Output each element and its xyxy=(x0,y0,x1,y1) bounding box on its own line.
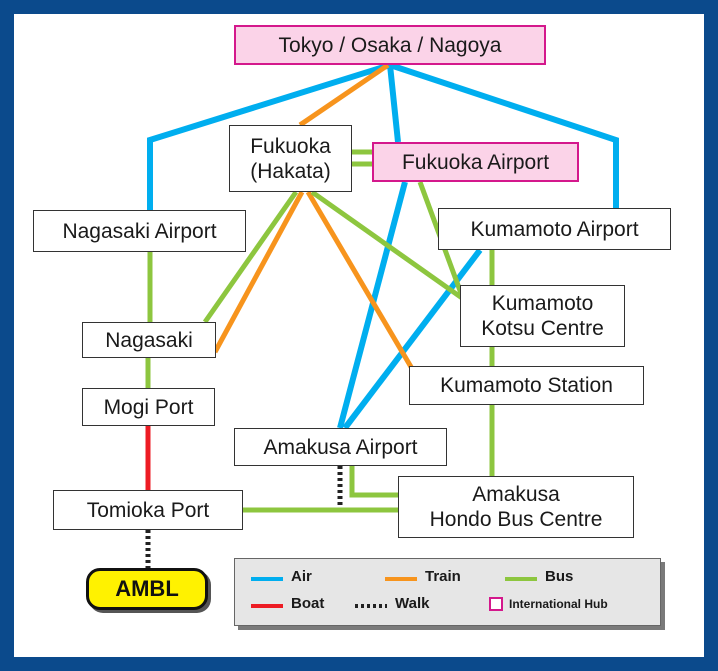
legend-train-label: Train xyxy=(425,568,461,585)
legend-walk-swatch xyxy=(355,604,387,608)
legend-hub-label: International Hub xyxy=(509,597,608,611)
node-label-line2: (Hakata) xyxy=(250,159,331,183)
legend-bus-label: Bus xyxy=(545,568,574,585)
legend-hub-swatch xyxy=(489,597,503,611)
node-label: Kumamoto Airport xyxy=(470,217,639,241)
node-label-line1: Kumamoto xyxy=(491,292,594,315)
destination-ambl: AMBL xyxy=(86,568,208,610)
node-label: Tomioka Port xyxy=(86,498,210,522)
train-routes xyxy=(212,62,417,374)
node-label: Nagasaki Airport xyxy=(62,219,217,243)
air-route-tokyo-kumamoto-airport xyxy=(389,62,619,208)
bus-route-amakusa-airport-hondo xyxy=(349,466,402,498)
node-kumamoto-airport: Kumamoto Airport xyxy=(438,208,671,250)
node-label: Amakusa Airport xyxy=(263,435,418,459)
node-label: Mogi Port xyxy=(103,395,194,419)
node-fukuoka-airport: Fukuoka Airport xyxy=(372,142,579,182)
air-route-tokyo-fukuoka-airport xyxy=(387,64,401,143)
node-label-line2: Hondo Bus Centre xyxy=(429,508,603,531)
node-label: Kumamoto Station xyxy=(440,374,613,397)
node-label: Tokyo / Osaka / Nagoya xyxy=(278,33,502,57)
bus-route-fukuoka-kotsu-centre xyxy=(310,189,464,301)
node-label: Nagasaki xyxy=(105,328,193,352)
legend-walk-label: Walk xyxy=(395,595,430,612)
node-label-line1: Amakusa xyxy=(472,483,560,506)
node-label: Fukuoka Airport xyxy=(401,150,550,174)
node-fukuoka-hakata: Fukuoka (Hakata) xyxy=(229,125,352,192)
node-kumamoto-station: Kumamoto Station xyxy=(409,366,644,405)
walk-routes xyxy=(145,466,343,568)
legend-bus-swatch xyxy=(505,577,537,581)
legend: Air Train Bus Boat Walk International Hu… xyxy=(234,558,661,626)
bus-route-fukuoka-nagasaki xyxy=(202,190,299,324)
legend-air-swatch xyxy=(251,577,283,581)
node-label-line2: Kotsu Centre xyxy=(481,317,604,340)
train-route-fukuoka-kumamoto-station xyxy=(305,190,417,374)
node-mogi-port: Mogi Port xyxy=(82,388,215,426)
node-nagasaki-airport: Nagasaki Airport xyxy=(33,210,246,252)
node-amakusa-hondo-bus-centre: Amakusa Hondo Bus Centre xyxy=(398,476,634,538)
node-tomioka-port: Tomioka Port xyxy=(53,490,243,530)
node-amakusa-airport: Amakusa Airport xyxy=(234,428,447,466)
node-kumamoto-kotsu-centre: Kumamoto Kotsu Centre xyxy=(460,285,625,347)
train-route-fukuoka-nagasaki xyxy=(212,190,305,354)
air-route-tokyo-nagasaki-airport xyxy=(147,62,391,210)
node-tokyo-osaka-nagoya: Tokyo / Osaka / Nagoya xyxy=(234,25,546,65)
legend-boat-label: Boat xyxy=(291,595,325,612)
node-label-line1: Fukuoka xyxy=(250,134,331,158)
legend-air-label: Air xyxy=(291,568,312,585)
node-nagasaki: Nagasaki xyxy=(82,322,216,358)
train-route-tokyo-fukuoka xyxy=(298,62,390,128)
legend-boat-swatch xyxy=(251,604,283,608)
legend-train-swatch xyxy=(385,577,417,581)
